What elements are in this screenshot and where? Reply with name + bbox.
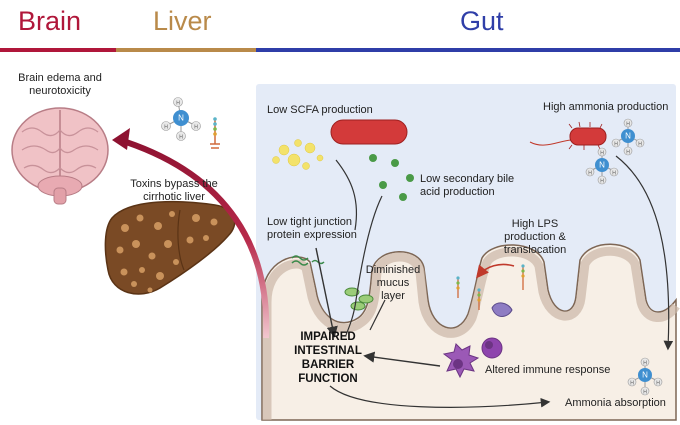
hydrogen-atom-label: H — [194, 125, 198, 131]
hydrogen-atom-label: H — [179, 135, 183, 141]
absorption-label: Ammonia absorption — [565, 397, 666, 409]
gut-header: Gut — [460, 6, 504, 36]
hydrogen-atom-label: H — [630, 381, 634, 387]
hydrogen-atom-label: H — [626, 150, 630, 156]
arrow-mucus — [369, 299, 386, 331]
nitrogen-atom-label: N — [642, 371, 648, 380]
hydrogen-atom-label: H — [164, 125, 168, 131]
arrow-absorption — [329, 385, 551, 408]
hydrogen-atom-label: H — [600, 151, 604, 157]
arrow-ammonia-down — [615, 155, 674, 351]
brain-header: Brain — [18, 6, 82, 36]
hydrogen-atom-label: H — [656, 381, 660, 387]
immune-cell-purple-2 — [481, 337, 503, 359]
hydrogen-atom-label: H — [626, 122, 630, 128]
hydrogen-atom-label: H — [614, 142, 618, 148]
nitrogen-atom-label: N — [625, 132, 631, 141]
hydrogen-atom-label: H — [600, 179, 604, 185]
nitrogen-atom-label: N — [599, 161, 605, 170]
lps-chain-brain — [210, 117, 220, 149]
immune-cell-purple-1 — [442, 343, 480, 379]
arrow-immune — [363, 351, 441, 367]
bile-acid-particles — [369, 154, 414, 201]
gut-header-bar — [256, 48, 680, 52]
ammonia-molecule-free: N H H H H — [161, 97, 201, 141]
brain-illustration — [11, 107, 109, 205]
immune-label: Altered immune response — [485, 364, 611, 376]
arrow-tight-junction — [315, 247, 338, 338]
arrow-scfa — [335, 159, 358, 231]
liver-header: Liver — [153, 6, 212, 36]
arrow-bile — [345, 195, 383, 336]
liver-illustration — [104, 200, 236, 295]
liver-header-bar — [116, 48, 256, 52]
arrow-lps — [475, 263, 515, 279]
hydrogen-atom-label: H — [643, 361, 647, 367]
hydrogen-atom-label: H — [643, 390, 647, 396]
hydrogen-atom-label: H — [612, 171, 616, 177]
bacterium-ammonia — [529, 121, 607, 150]
lps-chains-gut — [456, 264, 525, 310]
hydrogen-atom-label: H — [588, 171, 592, 177]
epithelium — [262, 246, 680, 420]
scfa-particles — [272, 139, 324, 170]
ammonia-production-label: High ammonia production — [543, 101, 669, 113]
tight-junction-marks — [291, 255, 325, 266]
brain-header-bar — [0, 48, 116, 52]
hydrogen-atom-label: H — [638, 142, 642, 148]
hydrogen-atom-label: H — [176, 101, 180, 107]
immune-cell-purple-3 — [491, 302, 513, 317]
intestinal-tissue — [261, 243, 677, 421]
toxin-arrow — [119, 137, 270, 339]
bacterium-red — [330, 119, 408, 145]
scfa-label: Low SCFA production — [267, 104, 373, 116]
nitrogen-atom-label: N — [178, 114, 184, 123]
